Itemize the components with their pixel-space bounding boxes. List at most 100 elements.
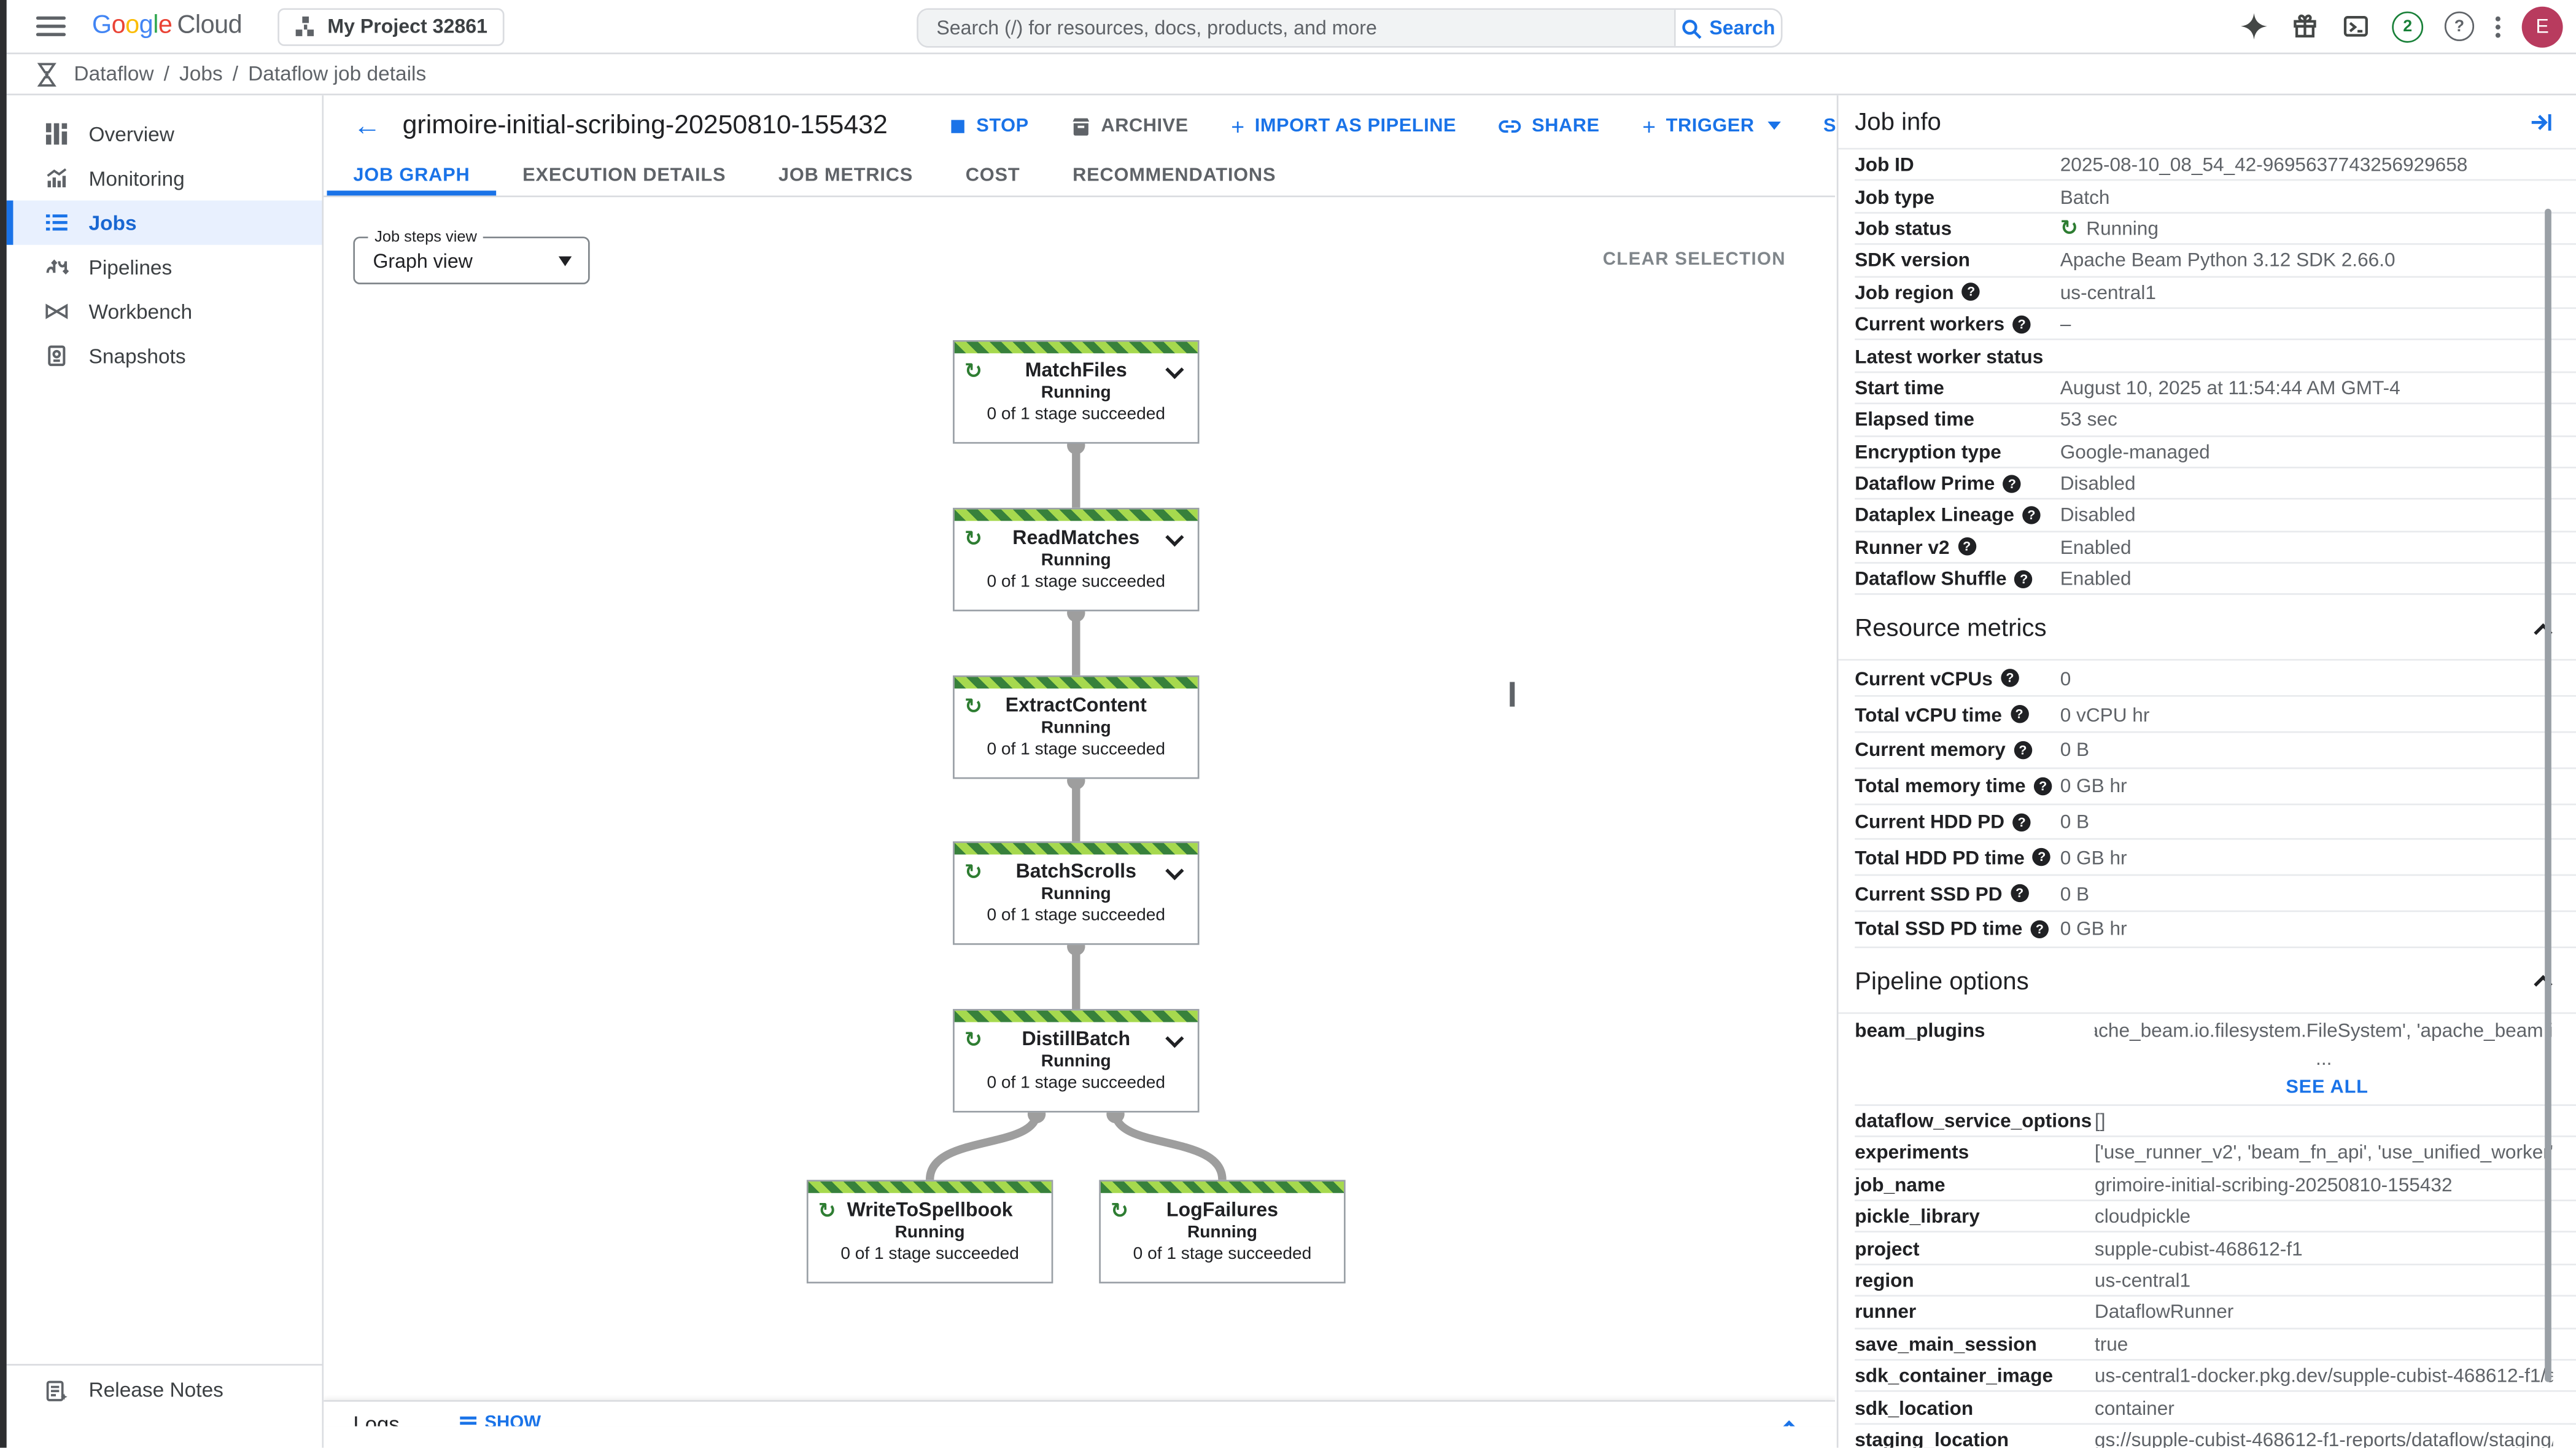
import-as-pipeline-button[interactable]: +IMPORT AS PIPELINE [1231,112,1456,139]
more-options-icon[interactable] [2495,15,2500,37]
row-label: job_name [1855,1173,1946,1196]
clear-selection-button[interactable]: CLEAR SELECTION [1602,249,1786,270]
node-status: Running [1041,1051,1111,1072]
node-status-stripe [1100,1181,1344,1193]
row-value: 0 vCPU hr [2060,703,2150,726]
job-tabs: JOB GRAPH EXECUTION DETAILS JOB METRICS COS… [324,156,1836,198]
back-arrow-icon[interactable]: ← [353,109,381,141]
resource-metric-row: Current memory?0 B [1855,733,2576,769]
help-icon[interactable]: ? [2010,884,2029,903]
help-icon[interactable]: ? [2014,569,2033,588]
sidebar-item-pipelines[interactable]: Pipelines [7,245,322,289]
panel-resize-handle[interactable] [1510,682,1514,707]
job-steps-view-select[interactable]: Job steps view Graph view [353,228,590,284]
search-input[interactable]: Search (/) for resources, docs, products… [918,10,1674,46]
gift-icon[interactable] [2290,12,2319,41]
dataflow-icon [37,62,56,86]
node-stages: 0 of 1 stage succeeded [987,572,1166,592]
row-value: ↻Running [2060,215,2553,241]
node-status-stripe [954,1010,1198,1022]
logs-panel-header[interactable]: Logs SHOW [324,1399,1836,1427]
tab-cost[interactable]: COST [965,166,1020,186]
avatar[interactable]: E [2521,6,2563,47]
top-bar-icons: 2 ? E [2239,0,2563,53]
help-icon[interactable]: ? [2030,920,2049,938]
archive-button[interactable]: ARCHIVE [1071,116,1188,136]
job-title-bar: ← grimoire-initial-scribing-20250810-155… [324,95,1990,156]
resource-metric-row: Current vCPUs?0 [1855,661,2576,698]
row-label: Encryption type [1855,440,2001,463]
panel-scrollbar[interactable] [2545,208,2551,1382]
stop-button[interactable]: STOP [950,116,1028,136]
tab-execution-details[interactable]: EXECUTION DETAILS [522,166,726,186]
trigger-button[interactable]: +TRIGGER [1642,112,1781,139]
help-icon[interactable]: ? [2022,506,2041,524]
sidebar-item-workbench[interactable]: Workbench [7,289,322,333]
row-label: Job region? [1855,281,2060,303]
job-info-row: Job status↻Running [1855,213,2576,246]
row-label: region [1855,1268,1914,1292]
sidebar-item-jobs[interactable]: Jobs [6,200,322,245]
row-value: Google-managed [2060,440,2210,463]
truncation-ellipsis: ... [2316,1046,2332,1070]
tab-recommendations[interactable]: RECOMMENDATIONS [1073,166,1276,186]
logs-show-button[interactable]: SHOW [459,1413,541,1427]
share-button[interactable]: SHARE [1499,114,1600,137]
node-stages: 0 of 1 stage succeeded [987,1073,1166,1093]
gemini-icon[interactable] [2239,12,2268,41]
project-picker-button[interactable]: My Project 32861 [278,7,504,45]
node-stages: 0 of 1 stage succeeded [840,1244,1019,1264]
sidebar-item-release-notes[interactable]: Release Notes [7,1366,322,1415]
help-menu-icon[interactable]: ? [2444,11,2475,41]
notification-count: 2 [2403,17,2413,36]
row-label: save_main_session [1855,1332,2037,1356]
help-icon[interactable]: ? [2003,474,2022,492]
sidebar-item-monitoring[interactable]: Monitoring [7,156,322,200]
plus-icon: + [1642,112,1656,139]
logs-expand-icon[interactable] [1780,1415,1799,1427]
help-icon[interactable]: ? [2012,812,2031,831]
notifications-badge[interactable]: 2 [2392,10,2424,42]
help-icon[interactable]: ? [2010,705,2028,723]
help-icon[interactable]: ? [2014,741,2032,760]
job-graph-area: Job steps view Graph view CLEAR SELECTIO… [324,197,1836,1427]
breadcrumb-segment[interactable]: Jobs [179,62,223,86]
help-icon[interactable]: ? [2033,848,2051,867]
sidebar-item-snapshots[interactable]: Snapshots [7,333,322,378]
menu-icon[interactable] [36,16,66,36]
dropdown-caret-icon [558,256,572,267]
help-icon[interactable]: ? [1962,282,1980,302]
sidebar-item-overview[interactable]: Overview [7,112,322,156]
option-label: beam_plugins [1855,1018,1985,1042]
tab-job-metrics[interactable]: JOB METRICS [778,166,914,186]
node-title: ExtractContent [1005,693,1147,717]
see-all-link[interactable]: SEE ALL [2286,1078,2368,1098]
node-title: MatchFiles [1025,358,1127,381]
help-icon[interactable]: ? [2012,314,2031,333]
tab-job-graph[interactable]: JOB GRAPH [327,156,497,196]
node-title: BatchScrolls [1015,859,1136,883]
job-info-row: Dataflow Shuffle?Enabled [1855,564,2576,596]
monitoring-icon [43,165,69,192]
breadcrumb-segment[interactable]: Dataflow [74,62,154,86]
help-icon[interactable]: ? [2033,777,2052,795]
help-icon[interactable]: ? [1958,538,1976,556]
cloud-shell-icon[interactable] [2341,12,2370,41]
search-button[interactable]: Search [1674,10,1781,46]
help-icon[interactable]: ? [2001,669,2019,688]
row-value: 2025-08-10_08_54_42-9695637743256929658 [2060,153,2468,176]
row-value: 0 [2060,667,2071,690]
collapse-panel-icon[interactable] [2528,109,2553,134]
resource-metric-row: Total HDD PD time?0 GB hr [1855,841,2576,876]
